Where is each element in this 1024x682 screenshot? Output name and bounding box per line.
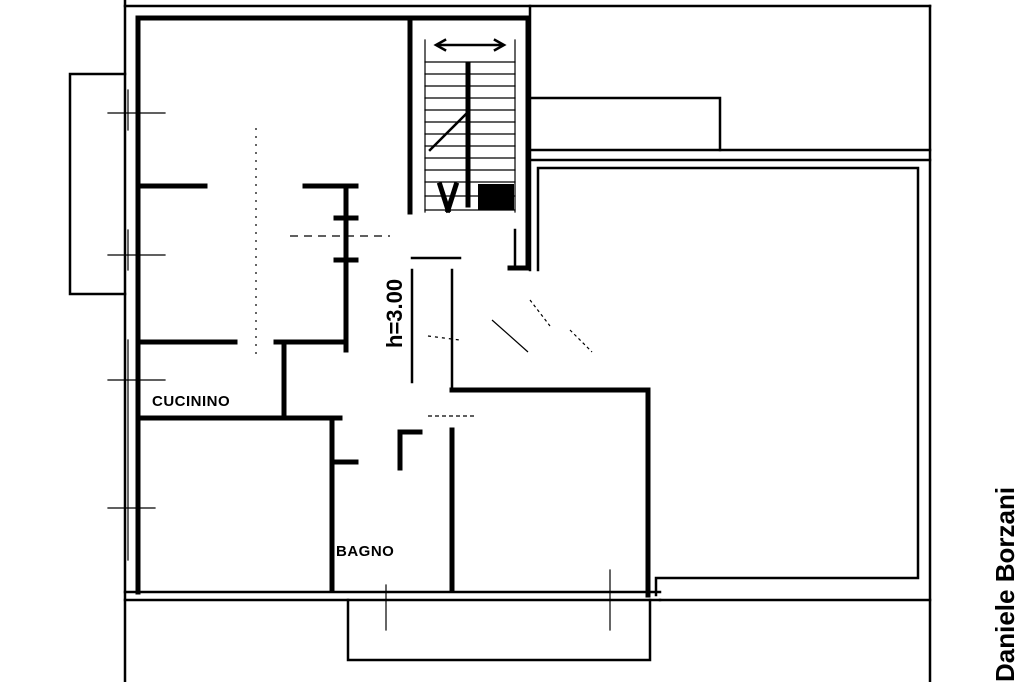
interior-walls — [137, 183, 651, 598]
right-terrace — [528, 4, 932, 597]
side-label: Daniele Borzani — [990, 487, 1020, 682]
ceiling-height-label: h=3.00 — [382, 279, 407, 348]
bathroom-label: BAGNO — [336, 543, 394, 560]
kitchenette-label: CUCININO — [152, 393, 230, 410]
left-balcony — [68, 72, 166, 296]
stair-core — [407, 15, 531, 271]
outer-walls — [123, 0, 932, 682]
window-marks-left — [107, 339, 166, 561]
door-swings — [255, 128, 593, 417]
bottom-balcony — [346, 569, 652, 662]
